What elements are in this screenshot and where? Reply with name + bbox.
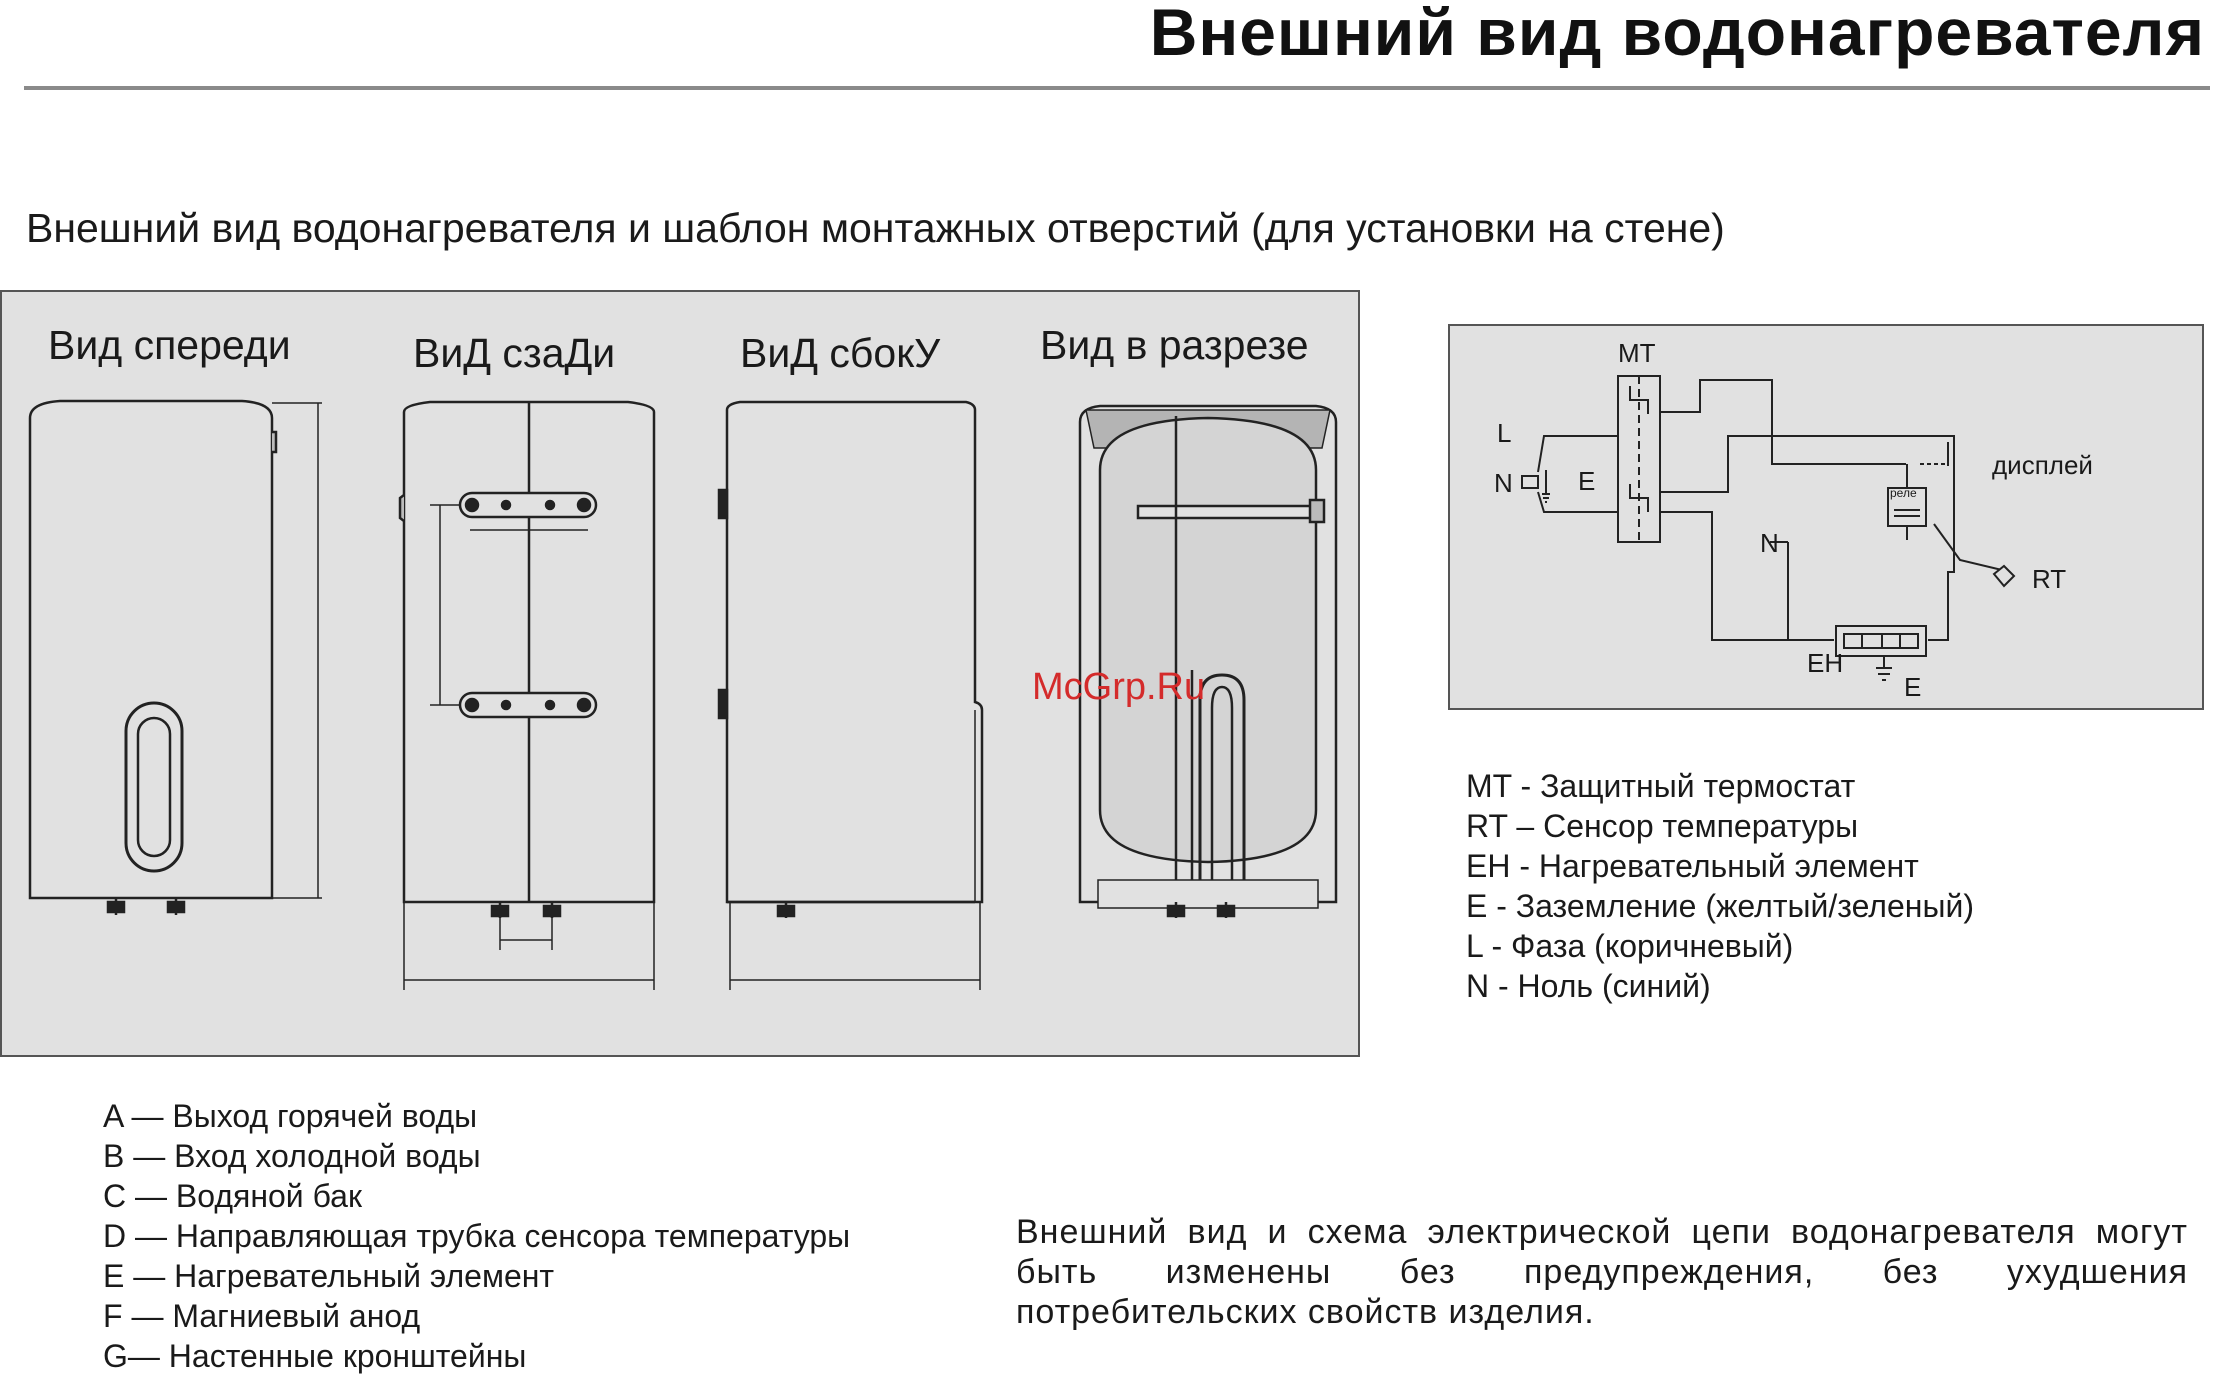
back-view-label: ВиД сзаДи <box>413 330 616 376</box>
mt-label: MT <box>1618 338 1656 368</box>
front-view-label: Вид спереди <box>48 322 291 368</box>
legend-item: A — Выход горячей воды <box>103 1098 478 1134</box>
side-view-label: ВиД сбокУ <box>740 330 941 376</box>
circuit-legend: MT - Защитный термостат RT – Сенсор темп… <box>1466 766 1974 1006</box>
section-view-drawing <box>1078 404 1338 918</box>
heater-views-drawing <box>28 399 1338 990</box>
watermark: McGrp.Ru <box>1032 666 1206 708</box>
wiring-diagram <box>1521 375 2016 681</box>
legend-item: MT - Защитный термостат <box>1466 768 1856 804</box>
legend-item: E - Заземление (желтый/зеленый) <box>1466 888 1974 924</box>
neutral-n2-label: N <box>1760 528 1779 558</box>
ground-e2-label: E <box>1904 672 1922 702</box>
neutral-n-label: N <box>1494 468 1513 498</box>
side-view-drawing <box>717 400 984 990</box>
title-divider <box>24 86 2210 90</box>
legend-item: B — Вход холодной воды <box>103 1138 481 1174</box>
front-view-drawing <box>28 399 322 915</box>
back-view-drawing <box>398 400 656 990</box>
section-view-label: Вид в разрезе <box>1040 322 1309 368</box>
display-label: дисплей <box>1992 450 2093 480</box>
page-title: Внешний вид водонагревателя <box>1149 0 2205 69</box>
sensor-rt-label: RT <box>2032 564 2067 594</box>
circuit-panel <box>1448 324 2204 710</box>
legend-item: N - Ноль (синий) <box>1466 968 1711 1004</box>
phase-l-label: L <box>1497 418 1512 448</box>
legend-item: D — Направляющая трубка сенсора температ… <box>103 1218 851 1254</box>
ground-e-label: E <box>1578 466 1596 496</box>
heater-eh-label: EH <box>1807 648 1844 678</box>
legend-item: EH - Нагревательный элемент <box>1466 848 1919 884</box>
relay-label: реле <box>1890 486 1917 500</box>
legend-item: F — Магниевый анод <box>103 1298 421 1334</box>
parts-legend: A — Выход горячей воды B — Вход холодной… <box>103 1096 850 1376</box>
legend-item: RT – Сенсор температуры <box>1466 808 1859 844</box>
section-subtitle: Внешний вид водонагревателя и шаблон мон… <box>26 205 1725 251</box>
disclaimer-note: Внешний вид и схема электрической цепи в… <box>1016 1213 2188 1331</box>
legend-item: C — Водяной бак <box>103 1178 362 1214</box>
legend-item: L - Фаза (коричневый) <box>1466 928 1794 964</box>
legend-item: E — Нагревательный элемент <box>103 1258 555 1294</box>
legend-item: G— Настенные кронштейны <box>103 1338 527 1374</box>
